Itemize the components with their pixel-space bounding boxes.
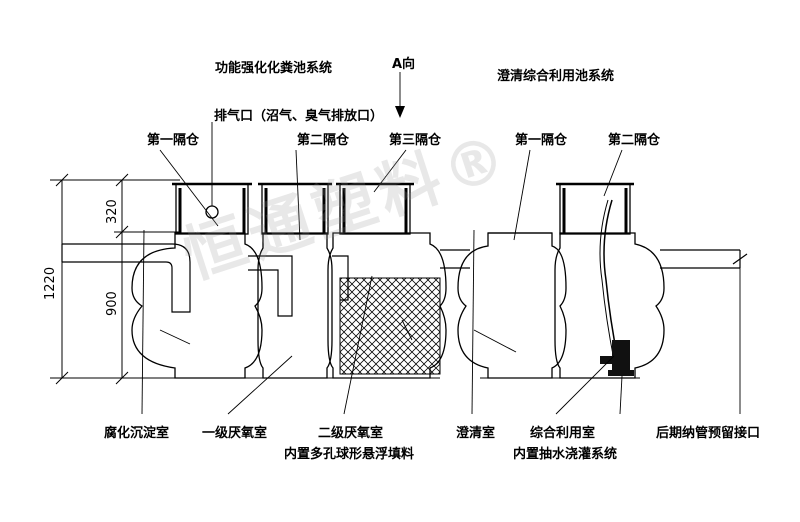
- utilization-room-note: 内置抽水浇灌系统: [513, 447, 618, 462]
- outlet-pipe: [660, 249, 748, 269]
- risers: [172, 182, 634, 235]
- anaerobic-room-2-label: 二级厌氧室: [318, 426, 384, 441]
- left-system-title: 功能强化化粪池系统: [215, 61, 333, 76]
- right-compartment-2-label: 第二隔仓: [608, 133, 661, 148]
- a-direction-arrowhead: [395, 106, 405, 118]
- right-compartment-1-label: 第一隔仓: [515, 133, 568, 148]
- pump: [599, 199, 634, 376]
- right-tank-body: [457, 232, 665, 379]
- vent-label: 排气口（沼气、臭气排放口）: [214, 109, 384, 124]
- left-compartment-1-label: 第一隔仓: [147, 133, 200, 148]
- suspended-filler: [339, 277, 441, 375]
- connecting-pipe: [440, 249, 470, 269]
- clarification-room-label: 澄清室: [456, 426, 496, 441]
- anaerobic-room-1-label: 一级厌氧室: [202, 426, 268, 441]
- dimension-upper: 320: [105, 199, 120, 224]
- dimension-lower: 900: [105, 291, 120, 316]
- leader-lines: [141, 72, 741, 415]
- inlet-pipe: [61, 243, 191, 313]
- utilization-room-label: 综合利用室: [530, 426, 596, 441]
- anaerobic-room-2-note: 内置多孔球形悬浮填料: [284, 447, 415, 462]
- left-compartment-3-label: 第三隔仓: [389, 133, 442, 148]
- dimension-total: 1220: [43, 266, 58, 300]
- dimension-lines: [50, 173, 180, 385]
- sedimentation-room-label: 腐化沉淀室: [104, 426, 170, 441]
- left-compartment-2-label: 第二隔仓: [297, 133, 350, 148]
- reserved-port-label: 后期纳管预留接口: [656, 426, 761, 441]
- right-system-title: 澄清综合利用池系统: [497, 69, 615, 84]
- direction-label: A向: [392, 57, 416, 72]
